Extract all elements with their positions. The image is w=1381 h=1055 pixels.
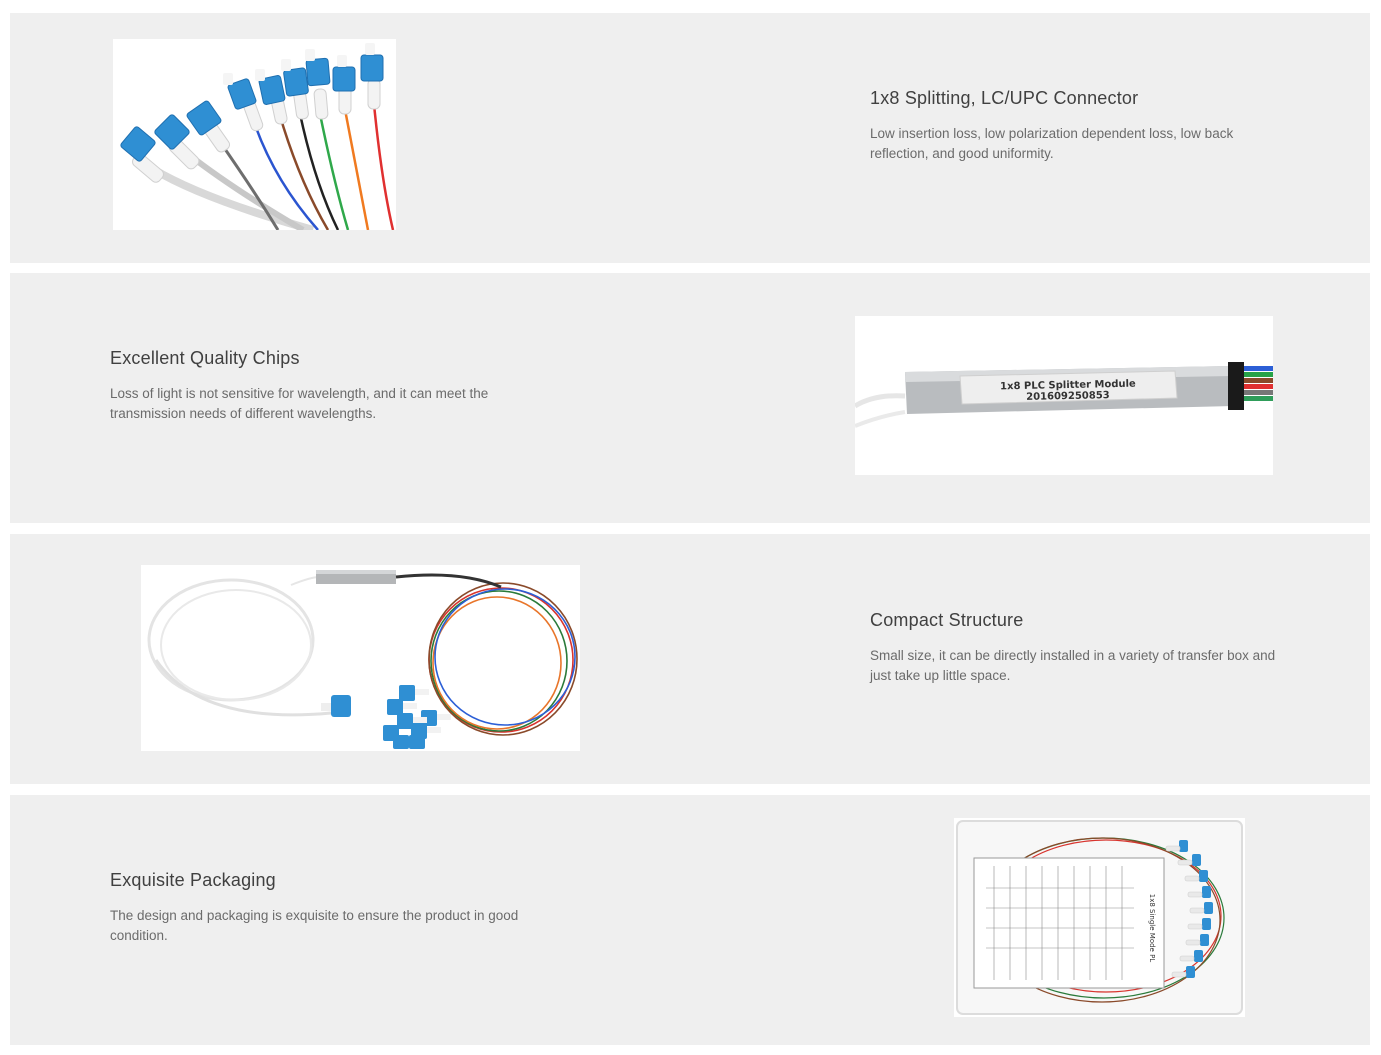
connector-pigtails-image [113, 39, 396, 230]
module-label-line2: 201609250853 [1026, 390, 1110, 403]
feature-description: Small size, it can be directly installed… [870, 648, 1276, 683]
feature-text-packaging: Exquisite Packaging The design and packa… [110, 869, 530, 946]
feature-description: The design and packaging is exquisite to… [110, 908, 519, 943]
feature-title: 1x8 Splitting, LC/UPC Connector [870, 88, 1139, 108]
splitter-module-image: 1x8 PLC Splitter Module 201609250853 [855, 316, 1273, 475]
feature-text-connector: 1x8 Splitting, LC/UPC Connector Low inse… [870, 87, 1290, 164]
feature-text-structure: Compact Structure Small size, it can be … [870, 609, 1290, 686]
feature-row-packaging: Exquisite Packaging The design and packa… [10, 795, 1370, 1045]
packaging-box-image: 1x8 Single Mode PL [954, 818, 1245, 1017]
feature-description: Loss of light is not sensitive for wavel… [110, 386, 489, 421]
feature-row-structure: Compact Structure Small size, it can be … [10, 534, 1370, 784]
feature-title: Compact Structure [870, 610, 1024, 630]
feature-title: Excellent Quality Chips [110, 348, 300, 368]
splitter-coil-image [141, 565, 580, 751]
module-label-line1: 1x8 PLC Splitter Module [1000, 379, 1136, 393]
packaging-sheet-header: 1x8 Single Mode PL [1148, 894, 1156, 963]
feature-text-chips: Excellent Quality Chips Loss of light is… [110, 347, 530, 424]
feature-row-connector: 1x8 Splitting, LC/UPC Connector Low inse… [10, 13, 1370, 263]
feature-title: Exquisite Packaging [110, 870, 276, 890]
feature-description: Low insertion loss, low polarization dep… [870, 126, 1234, 161]
feature-row-chips: Excellent Quality Chips Loss of light is… [10, 273, 1370, 523]
